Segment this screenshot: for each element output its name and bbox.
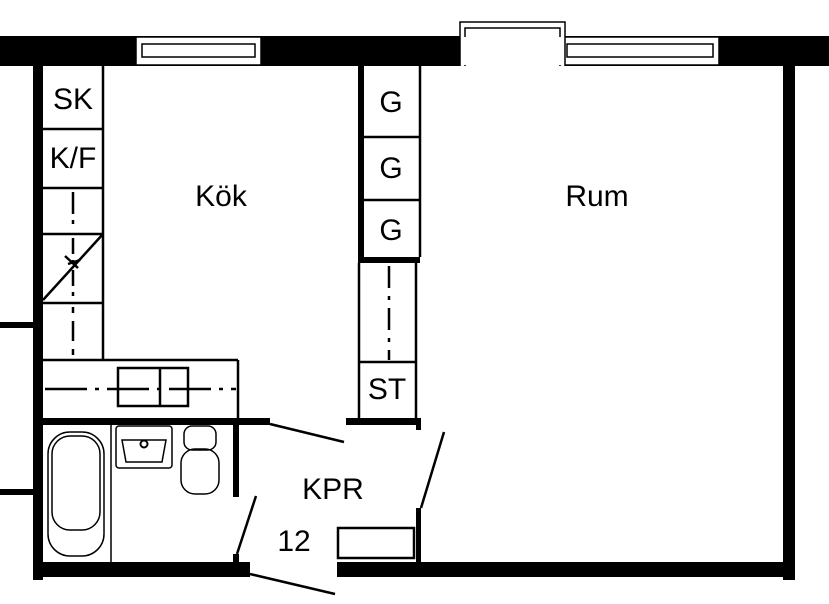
window-kitchen xyxy=(135,36,262,66)
toilet xyxy=(183,425,217,451)
room-label-living: Rum xyxy=(565,180,628,213)
hat-shelf xyxy=(336,526,416,560)
label-st: ST xyxy=(368,373,406,406)
kitchen-sink xyxy=(116,366,190,408)
label-g1: G xyxy=(379,86,402,119)
kitchen-counter xyxy=(45,366,236,408)
bay-window xyxy=(459,21,566,66)
walls xyxy=(0,36,829,580)
kitchen-cabinets-left xyxy=(42,66,240,418)
washbasin xyxy=(115,425,173,469)
doors xyxy=(235,422,446,596)
bathroom xyxy=(47,425,220,562)
label-kf: K/F xyxy=(50,142,97,175)
label-g3: G xyxy=(379,214,402,247)
room-label-closet: KPR xyxy=(302,473,364,506)
room-label-kitchen: Kök xyxy=(195,180,248,213)
closet-number: 12 xyxy=(277,525,310,558)
bathtub xyxy=(47,431,105,557)
label-g2: G xyxy=(379,152,402,185)
wardrobes xyxy=(357,66,422,418)
window-living-room xyxy=(560,36,720,66)
label-sk: SK xyxy=(53,83,93,116)
